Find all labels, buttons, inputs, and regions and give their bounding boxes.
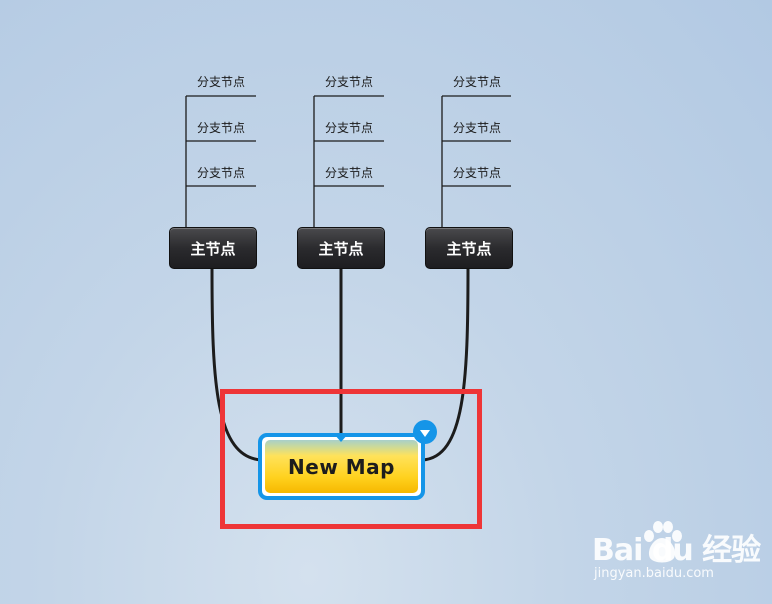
central-topic-body: New Map — [265, 440, 418, 493]
baidu-paw-icon — [644, 521, 682, 563]
branch-node[interactable]: 分支节点 — [325, 75, 374, 89]
branch-node[interactable]: 分支节点 — [453, 166, 502, 180]
watermark-url: jingyan.baidu.com — [594, 566, 714, 581]
central-topic-label: New Map — [288, 454, 395, 479]
branch-node[interactable]: 分支节点 — [453, 121, 502, 135]
main-topic-label: 主节点 — [318, 239, 364, 258]
watermark-logo: Bai du 经验 — [592, 533, 761, 568]
collapse-toggle-icon[interactable] — [413, 420, 437, 444]
main-topic-label: 主节点 — [190, 239, 236, 258]
main-topic-node[interactable]: 主节点 — [297, 227, 385, 269]
main-connector-right — [421, 267, 470, 462]
branch-node[interactable]: 分支节点 — [325, 121, 374, 135]
branch-node[interactable]: 分支节点 — [325, 166, 374, 180]
main-connector-left — [210, 267, 263, 462]
highlight-box — [220, 389, 482, 529]
selection-notch-icon — [334, 434, 348, 442]
branch-node[interactable]: 分支节点 — [453, 75, 502, 89]
branch-node[interactable]: 分支节点 — [197, 75, 246, 89]
branch-connector — [185, 95, 256, 228]
main-topic-label: 主节点 — [446, 239, 492, 258]
branch-node[interactable]: 分支节点 — [197, 166, 246, 180]
main-topic-node[interactable]: 主节点 — [169, 227, 257, 269]
branch-connector — [313, 95, 384, 228]
branch-connector — [441, 95, 511, 228]
branch-node[interactable]: 分支节点 — [197, 121, 246, 135]
main-topic-node[interactable]: 主节点 — [425, 227, 513, 269]
